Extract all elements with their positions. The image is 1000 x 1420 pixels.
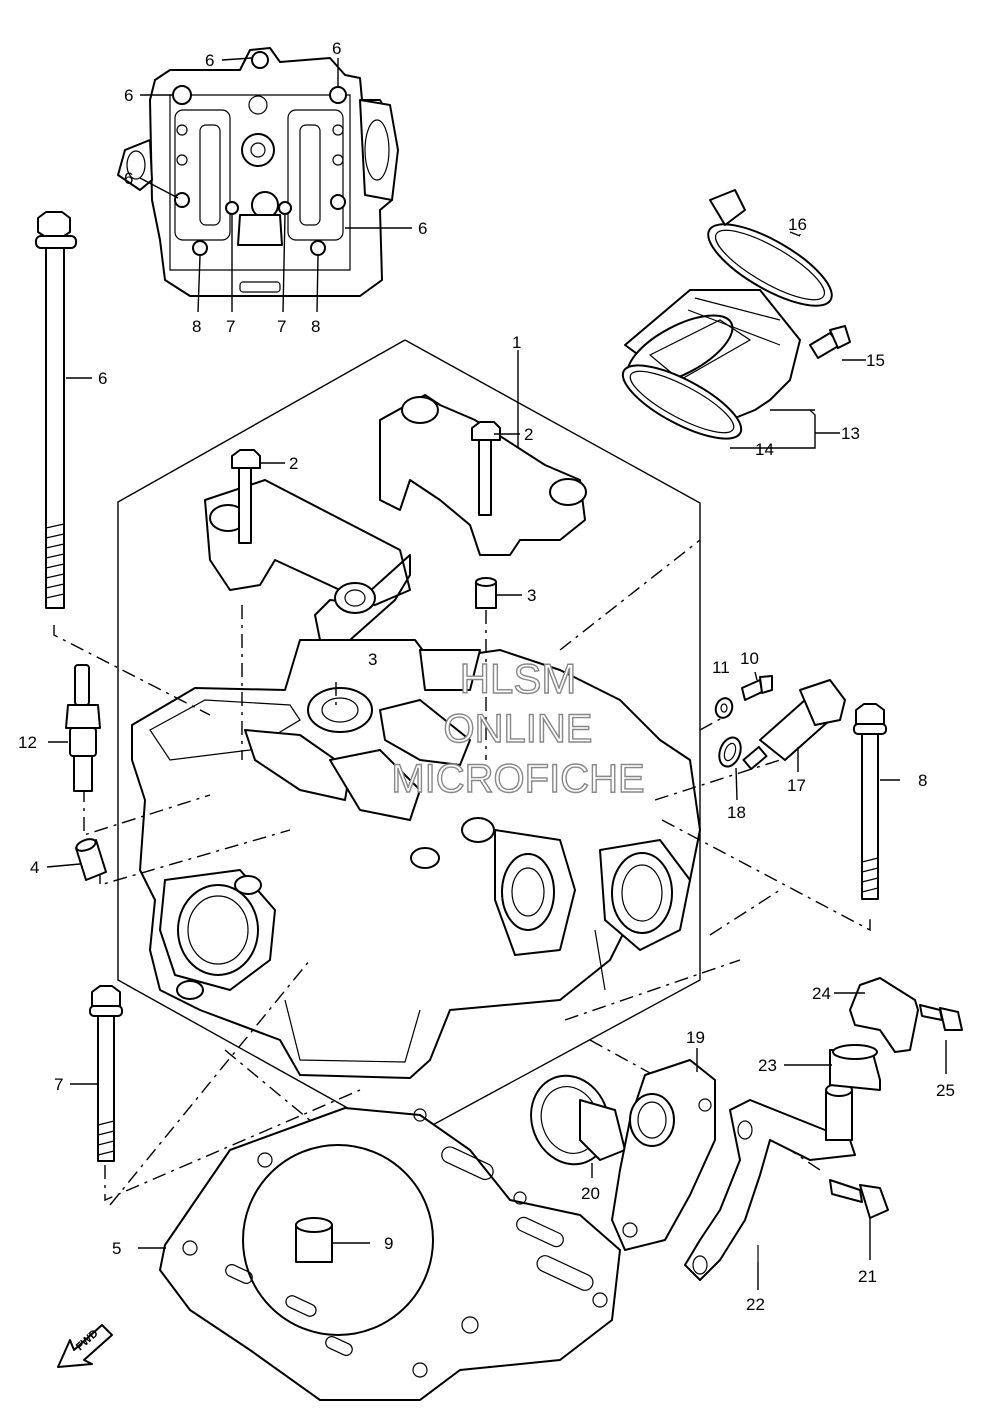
watermark: HLSM ONLINE MICROFICHE [391,654,646,801]
assembly-centre-lines [53,539,871,1206]
callout-6: 6 [418,219,427,238]
callout-11: 11 [712,658,730,677]
callout-8: 8 [192,317,201,336]
bolt-7-lower [70,985,123,1162]
o-ring-14 [621,364,743,440]
bolt-8-right [853,703,900,900]
camshaft-holder-bolt-2-left [231,449,285,544]
callout-labels: 6 6 6 6 6 8 7 7 8 6 1 2 2 3 3 16 15 13 1… [18,39,955,1314]
callout-6: 6 [124,169,133,188]
callout-3: 3 [527,586,536,605]
top-view-leaders [139,57,412,313]
callout-6: 6 [124,86,133,105]
cylinder-head-top-view [117,47,399,297]
intake-clamp-16 [707,189,833,307]
callout-15: 15 [866,351,885,370]
callout-7: 7 [226,317,235,336]
callout-8: 8 [918,771,927,790]
callout-7: 7 [277,317,286,336]
callout-5: 5 [112,1239,121,1258]
bolt-10 [741,671,773,701]
thermostat-case-19 [611,1048,716,1251]
callout-9: 9 [384,1234,393,1253]
bolt-25 [919,1004,963,1074]
callout-2: 2 [289,454,298,473]
bracket-post [825,1083,853,1141]
callout-14: 14 [755,440,774,459]
dowel-pin-4 [46,838,107,881]
callout-18: 18 [727,803,746,822]
callout-1: 1 [512,333,521,352]
intake-leaders [730,234,840,449]
callout-25: 25 [936,1081,955,1100]
callout-13: 13 [841,424,860,443]
callout-12: 12 [18,733,37,752]
cylinder-head-body [131,639,701,1079]
callout-8: 8 [311,317,320,336]
watermark-line-1: HLSM [460,655,577,702]
bracket-24 [834,977,919,1053]
long-stud-bolt-6 [35,211,92,609]
callout-7: 7 [54,1075,63,1094]
callout-16: 16 [788,215,807,234]
callout-21: 21 [858,1267,877,1286]
dowel-pin-3-right [475,577,522,609]
callout-3: 3 [368,650,377,669]
callout-23: 23 [758,1056,777,1075]
callout-6: 6 [205,51,214,70]
spark-plug-12 [48,664,101,792]
camshaft-holder-bolt-2-right [471,421,520,516]
callout-24: 24 [812,984,831,1003]
clamp-bolt-15 [809,325,866,361]
watermark-line-2: ONLINE [444,707,593,751]
callout-6: 6 [98,369,107,388]
callout-20: 20 [581,1184,600,1203]
thermostat-20 [530,1074,626,1178]
callout-4: 4 [30,858,39,877]
callout-17: 17 [787,776,806,795]
bolt-21 [829,1179,889,1260]
temperature-sensor-17 [742,679,846,772]
callout-10: 10 [740,649,759,668]
callout-22: 22 [746,1295,765,1314]
callout-6: 6 [332,39,341,58]
callout-19: 19 [686,1028,705,1047]
grommet-23 [784,1044,881,1091]
camshaft-holder-left [204,479,411,641]
forward-direction-arrow: FWD [57,1324,113,1368]
gasket-18 [718,736,742,801]
dowel-pin-9 [295,1217,370,1263]
washer-11 [714,697,734,719]
cylinder-head-gasket-5 [138,1107,621,1401]
callout-2: 2 [524,425,533,444]
watermark-line-3: MICROFICHE [391,757,644,801]
